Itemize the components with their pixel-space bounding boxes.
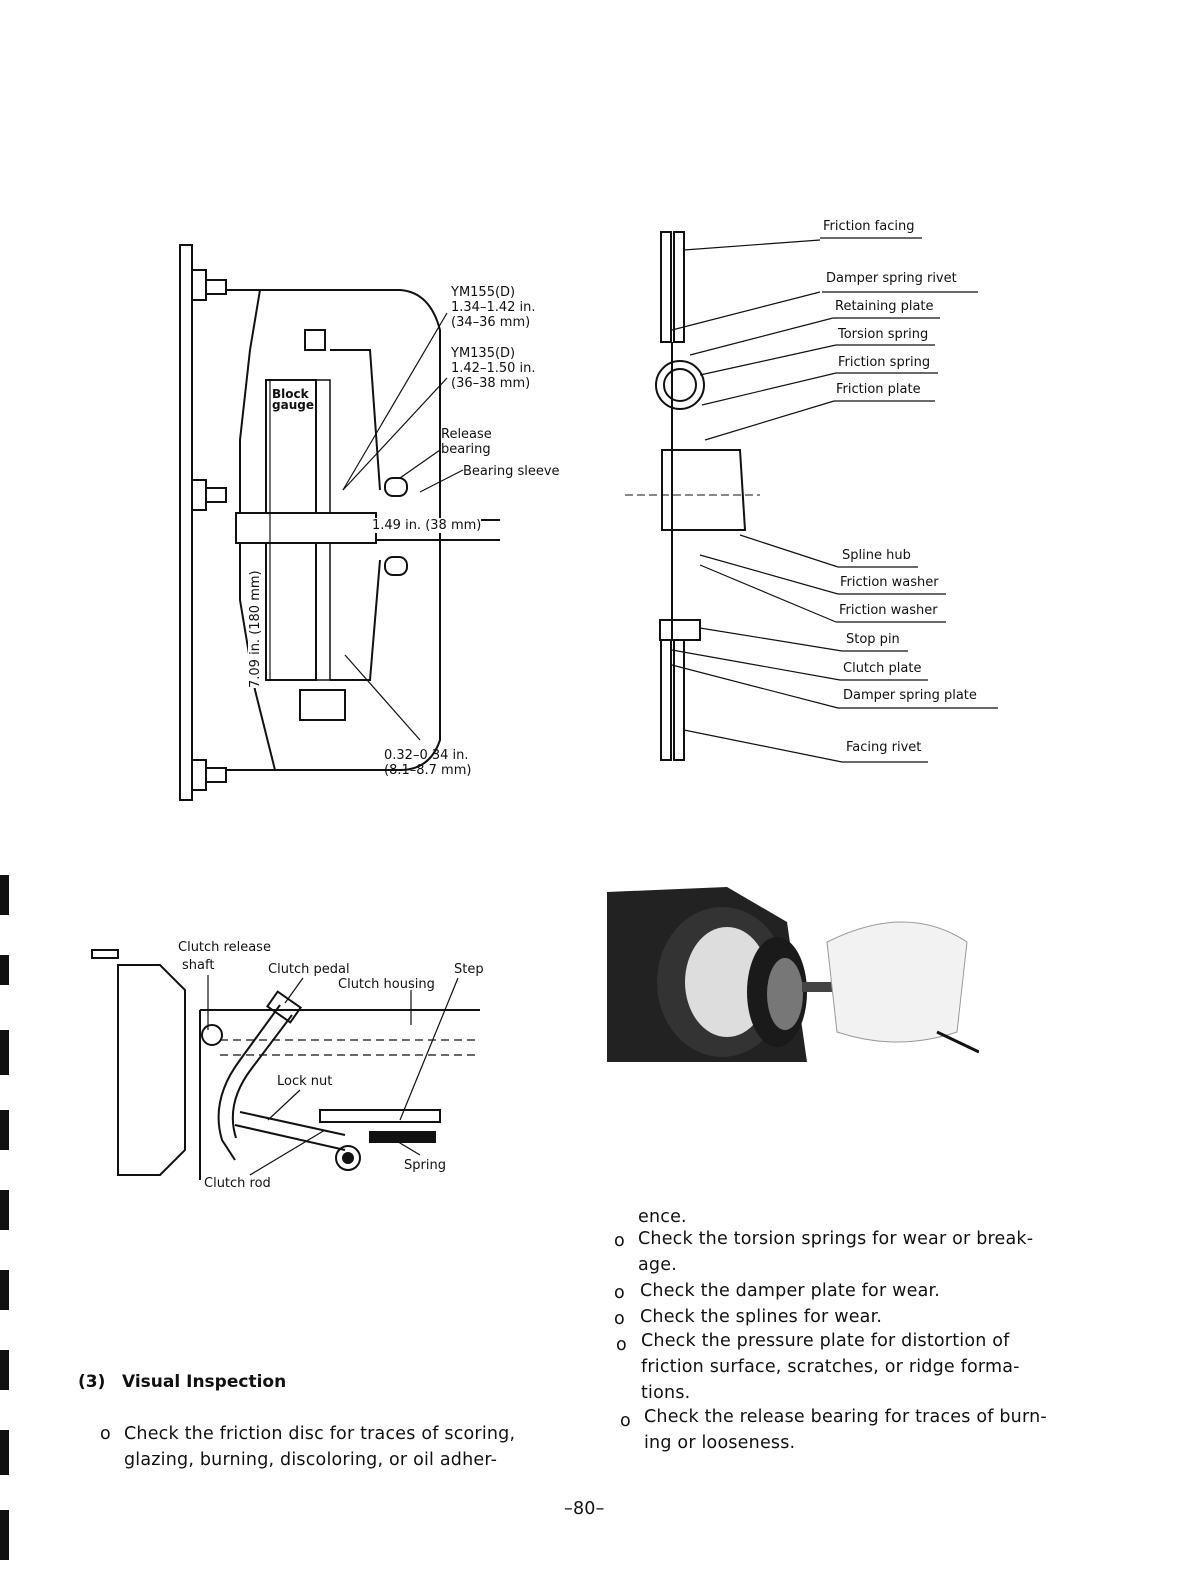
- label-stop-pin: Stop pin: [846, 632, 900, 647]
- label-damper-spring-plate: Damper spring plate: [843, 688, 977, 703]
- section-title: Visual Inspection: [122, 1372, 287, 1392]
- left-line-2: glazing, burning, discoloring, or oil ad…: [124, 1450, 498, 1470]
- item-1-line-1: Check the torsion springs for wear or br…: [638, 1229, 1034, 1249]
- gap-mm-label: (8.1–8.7 mm): [384, 763, 472, 778]
- ym155-inch-value: 1.34–1.42 in.: [451, 300, 536, 315]
- item-5-line-2: ing or looseness.: [644, 1433, 796, 1453]
- label-clutch-release-shaft-2: shaft: [182, 958, 215, 973]
- label-retaining-plate: Retaining plate: [835, 299, 934, 314]
- label-spline-hub: Spline hub: [842, 548, 911, 563]
- ym155-model-label: YM155(D): [451, 285, 516, 300]
- ym135-model-label: YM135(D): [451, 346, 516, 361]
- release-bearing-label-2: bearing: [441, 442, 491, 457]
- label-torsion-spring: Torsion spring: [838, 327, 929, 342]
- bullet: o: [614, 1231, 625, 1251]
- shaft-dimension-label: 1.49 in. (38 mm): [372, 518, 482, 533]
- label-friction-washer-2: Friction washer: [839, 603, 938, 618]
- height-dimension-label: 7.09 in. (180 mm): [248, 570, 263, 688]
- gap-inch-label: 0.32–0.34 in.: [384, 748, 469, 763]
- label-friction-spring: Friction spring: [838, 355, 931, 370]
- bullet: o: [614, 1309, 625, 1329]
- item-4-line-3: tions.: [641, 1383, 691, 1403]
- item-4-line-1: Check the pressure plate for distortion …: [641, 1331, 1010, 1351]
- ym155-mm-value: (34–36 mm): [451, 315, 531, 330]
- bullet: o: [614, 1283, 625, 1303]
- label-clutch-release-shaft-1: Clutch release: [178, 940, 271, 955]
- item-1-line-2: age.: [638, 1255, 677, 1275]
- left-bullet: o: [100, 1424, 111, 1444]
- label-clutch-pedal: Clutch pedal: [268, 962, 350, 977]
- continuation-text: ence.: [638, 1207, 687, 1227]
- bullet: o: [620, 1411, 631, 1431]
- label-spring: Spring: [404, 1158, 446, 1173]
- label-lock-nut: Lock nut: [277, 1074, 333, 1089]
- label-clutch-housing: Clutch housing: [338, 977, 435, 992]
- label-friction-plate: Friction plate: [836, 382, 921, 397]
- ym135-inch-value: 1.42–1.50 in.: [451, 361, 536, 376]
- label-facing-rivet: Facing rivet: [846, 740, 922, 755]
- block-gauge-label-1: Block: [272, 387, 309, 401]
- bearing-sleeve-label: Bearing sleeve: [463, 464, 560, 479]
- label-damper-spring-rivet: Damper spring rivet: [826, 271, 957, 286]
- section-number: (3): [78, 1372, 106, 1392]
- block-gauge-label-2: gauge: [272, 398, 314, 412]
- label-friction-facing: Friction facing: [823, 219, 915, 234]
- label-step: Step: [454, 962, 484, 977]
- ym135-mm-value: (36–38 mm): [451, 376, 531, 391]
- item-3-line-1: Check the splines for wear.: [640, 1307, 883, 1327]
- release-bearing-label-1: Release: [441, 427, 492, 442]
- clutch-measurement-photo: [607, 882, 979, 1062]
- item-2-line-1: Check the damper plate for wear.: [640, 1281, 941, 1301]
- label-clutch-rod: Clutch rod: [204, 1176, 271, 1191]
- left-line-1: Check the friction disc for traces of sc…: [124, 1424, 516, 1444]
- label-clutch-plate: Clutch plate: [843, 661, 922, 676]
- item-5-line-1: Check the release bearing for traces of …: [644, 1407, 1047, 1427]
- item-4-line-2: friction surface, scratches, or ridge fo…: [641, 1357, 1020, 1377]
- bullet: o: [616, 1335, 627, 1355]
- page-number: –80–: [564, 1499, 605, 1519]
- label-friction-washer-1: Friction washer: [840, 575, 939, 590]
